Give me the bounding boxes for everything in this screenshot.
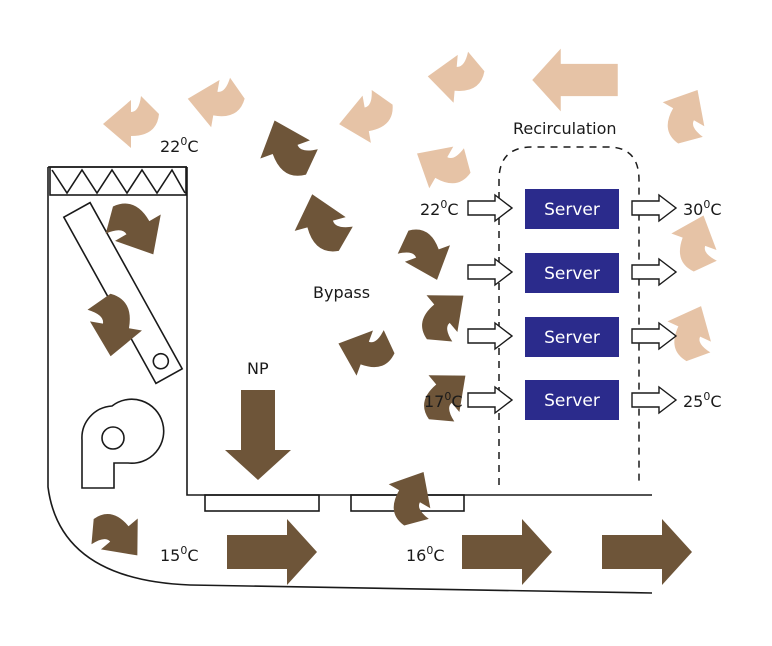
hot-air-arrow-icon <box>648 78 722 153</box>
server-label: Server <box>544 200 600 220</box>
cold-air-arrow-icon <box>79 497 156 574</box>
server-rack: Server Server Server Server <box>525 189 619 420</box>
cold-air-arrow-icon <box>286 186 358 261</box>
filter <box>49 166 187 196</box>
hot-air-arrow-icon <box>425 48 486 106</box>
bypass-label: Bypass <box>313 283 370 302</box>
crah-unit-outline <box>47 167 653 594</box>
temp-server-intake-bottom: 170C <box>424 390 463 411</box>
crah-unit-inner-wall <box>186 167 652 496</box>
recirculation-boundary <box>498 146 640 485</box>
hot-air-arrow-icon <box>183 71 248 133</box>
intake-arrow-icon <box>467 194 513 222</box>
hot-air-arrow-icon <box>532 48 618 112</box>
cold-air-arrow-icon <box>330 317 401 386</box>
server-4: Server <box>525 380 619 420</box>
cold-air-arrow-icon <box>95 187 177 270</box>
server-2: Server <box>525 253 619 293</box>
server-label: Server <box>544 391 600 411</box>
temp-server-exhaust-bottom: 250C <box>683 390 722 411</box>
intake-arrow-icon <box>467 322 513 350</box>
server-label: Server <box>544 328 600 348</box>
cold-air-arrow-icon <box>249 109 325 188</box>
fan-icon <box>81 398 165 489</box>
hot-air-arrow-icon <box>405 129 480 203</box>
temp-supply-fan-out: 150C <box>160 544 199 565</box>
cold-air-arrow-icon <box>374 460 448 535</box>
temp-server-exhaust-top: 300C <box>683 198 722 219</box>
hot-air-arrow-icon <box>103 96 159 148</box>
cold-air-arrow-icon <box>391 218 460 290</box>
np-label: NP <box>247 359 269 378</box>
cold-air-arrow-icon <box>225 390 291 480</box>
cold-air-arrow-icon <box>602 519 692 585</box>
server-1: Server <box>525 189 619 229</box>
recirculation-label: Recirculation <box>513 119 617 138</box>
temp-server-intake-top: 220C <box>420 198 459 219</box>
temp-floor-mid: 160C <box>406 544 445 565</box>
server-label: Server <box>544 264 600 284</box>
hot-air-arrow-icon <box>334 86 399 148</box>
intake-arrow-icon <box>467 386 513 414</box>
server-3: Server <box>525 317 619 357</box>
temp-top-return: 220C <box>160 135 199 156</box>
floor-grille-left <box>204 494 320 512</box>
cold-air-arrow-icon <box>227 519 317 585</box>
cold-air-arrow-icon <box>462 519 552 585</box>
intake-arrow-icon <box>467 258 513 286</box>
